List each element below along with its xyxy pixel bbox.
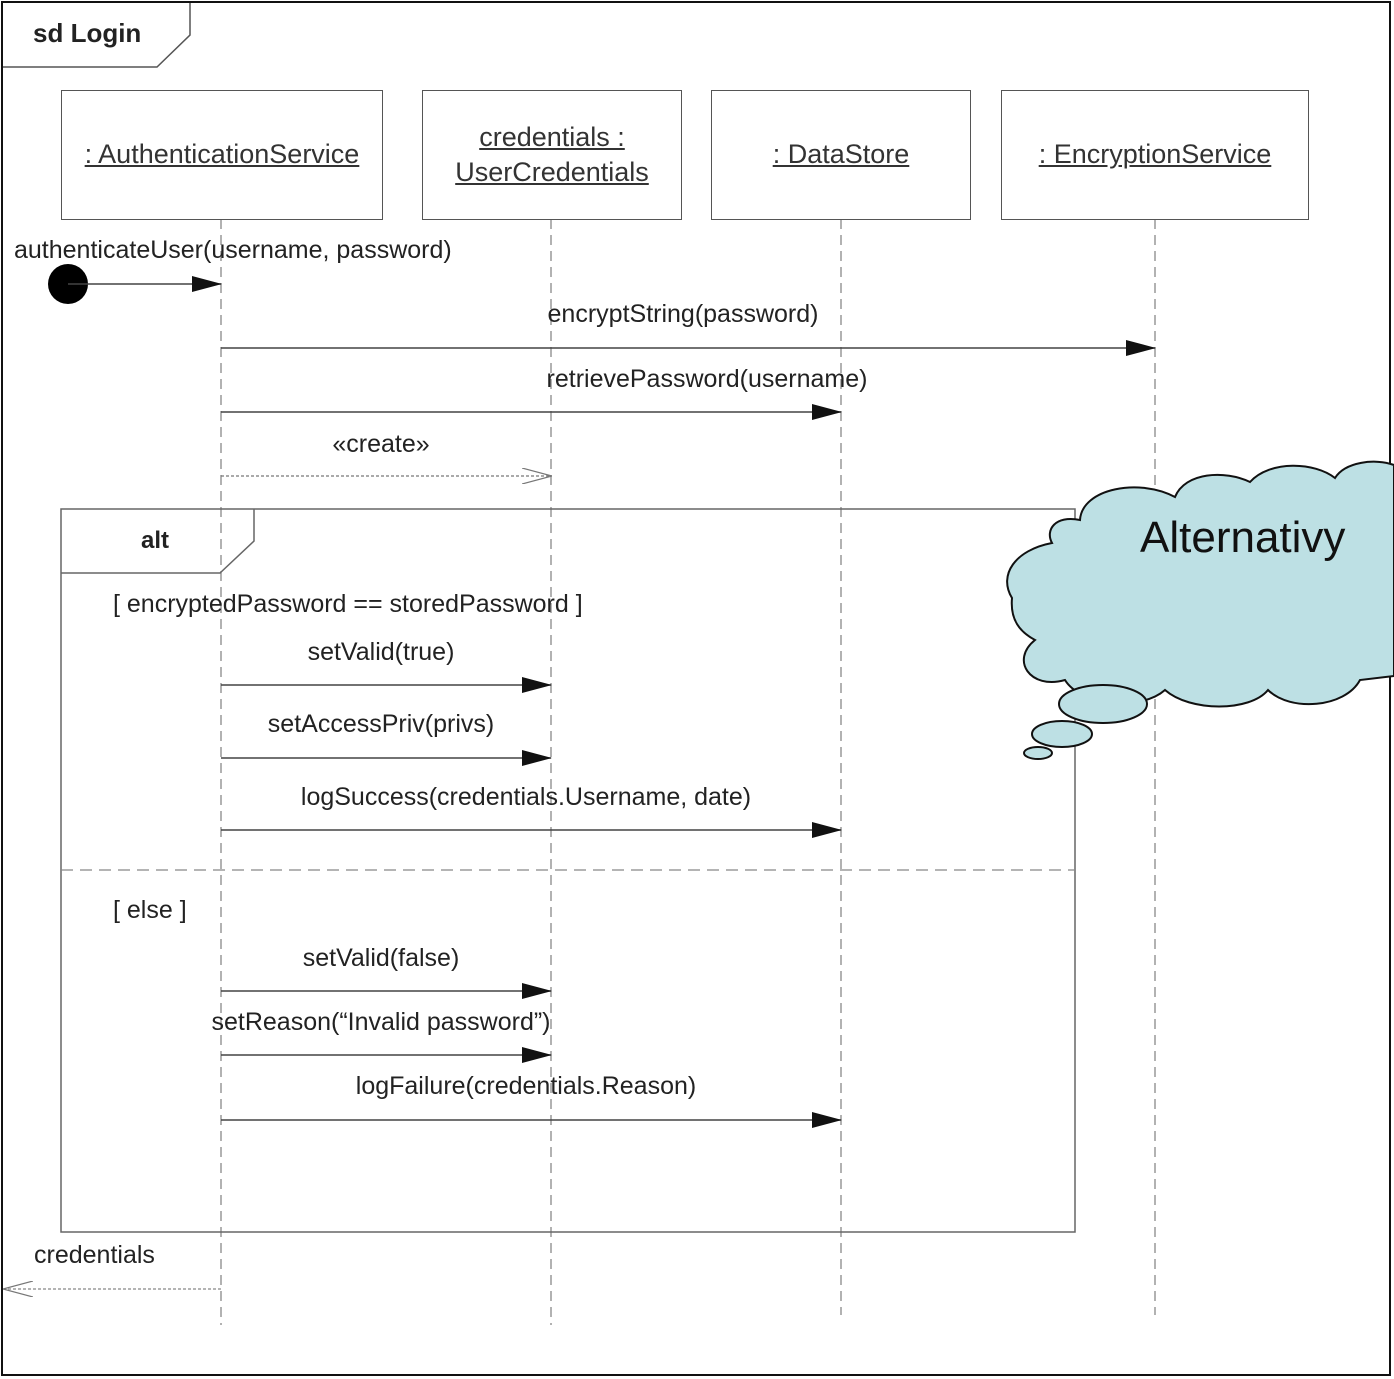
frame-title-tab — [3, 3, 191, 68]
lifeline-head-datastore: : DataStore — [711, 90, 971, 220]
message-label-set-valid-false: setValid(false) — [302, 944, 460, 972]
lifeline-head-user-credentials: credentials : UserCredentials — [422, 90, 682, 220]
message-label-log-success: logSuccess(credentials.Username, date) — [300, 783, 752, 811]
guard-condition-success: [ encryptedPassword == storedPassword ] — [113, 590, 583, 618]
message-label-set-reason: setReason(“Invalid password”) — [211, 1008, 551, 1036]
lifeline-label: : EncryptionService — [1038, 139, 1272, 170]
callout-bubble-medium — [1031, 720, 1093, 748]
lifeline-head-authentication-service: : AuthenticationService — [61, 90, 383, 220]
frame-title: sd Login — [33, 18, 142, 48]
lifeline-head-encryption-service: : EncryptionService — [1001, 90, 1309, 220]
lifeline-label-line1: credentials : — [479, 121, 625, 152]
message-label-set-valid-true: setValid(true) — [307, 638, 455, 666]
callout-text: Alternativy — [1140, 513, 1346, 562]
message-label-authenticate: authenticateUser(username, password) — [14, 236, 452, 264]
message-label-set-access: setAccessPriv(privs) — [267, 710, 495, 738]
callout-bubble-small — [1023, 746, 1053, 760]
lifeline-label-line2: UserCredentials — [455, 157, 649, 187]
message-label-return: credentials — [34, 1241, 155, 1269]
alt-operator-label: alt — [141, 527, 170, 554]
guard-condition-else: [ else ] — [113, 896, 187, 924]
callout-bubble-large — [1058, 684, 1148, 724]
message-label-encrypt: encryptString(password) — [547, 300, 819, 328]
callout-cloud — [1006, 460, 1394, 760]
message-label-retrieve: retrievePassword(username) — [546, 365, 868, 393]
alt-operator-tab — [61, 509, 255, 574]
message-label-create: «create» — [332, 430, 430, 458]
lifeline-label: : AuthenticationService — [84, 139, 360, 170]
message-label-log-failure: logFailure(credentials.Reason) — [355, 1072, 697, 1100]
lifeline-label: : DataStore — [772, 139, 910, 170]
